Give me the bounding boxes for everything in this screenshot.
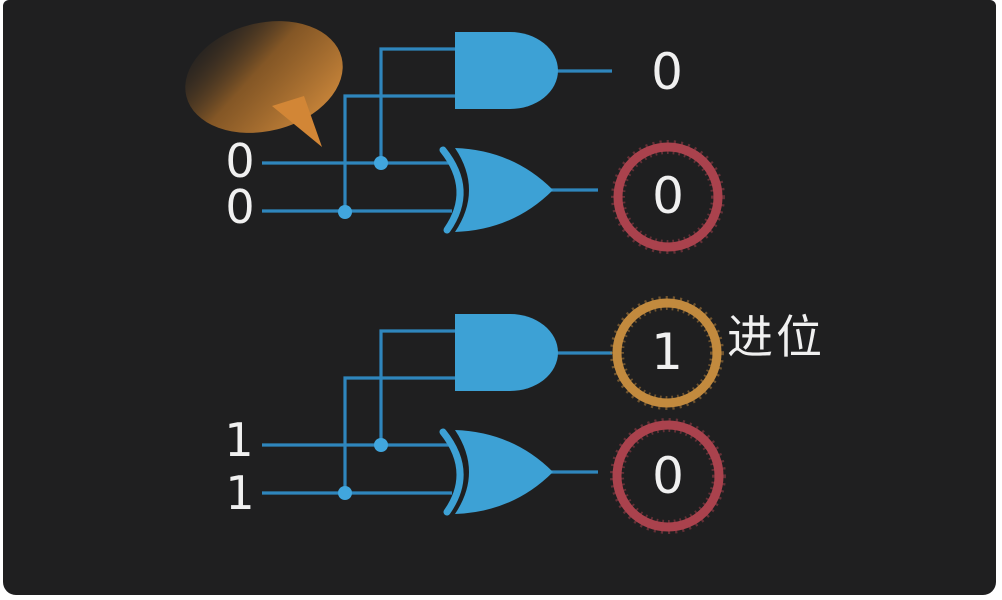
sum-output-value-top: 0 xyxy=(652,167,684,225)
half-adder-top xyxy=(262,32,725,254)
input-b-label-bottom: 1 xyxy=(225,466,255,520)
speech-bubble-icon xyxy=(185,21,343,147)
junction-dot xyxy=(374,156,388,170)
input-b-label-top: 0 xyxy=(225,180,255,234)
branch-wire xyxy=(379,329,456,445)
carry-ring-icon xyxy=(610,296,724,410)
input-a-label-bottom: 1 xyxy=(224,413,254,467)
carry-label: 进位 xyxy=(727,310,825,364)
carry-output-value-bottom: 1 xyxy=(651,323,683,381)
sum-ring-icon xyxy=(610,418,726,534)
and-gate-icon xyxy=(455,314,558,391)
junction-dot xyxy=(338,205,352,219)
input-a-label-top: 0 xyxy=(225,134,255,188)
and-gate-icon xyxy=(455,32,558,109)
xor-gate-icon xyxy=(439,428,553,516)
junction-dot xyxy=(338,486,352,500)
branch-wire xyxy=(343,94,456,212)
sum-output-value-bottom: 0 xyxy=(652,447,684,505)
branch-wire xyxy=(379,47,456,163)
carry-output-value-top: 0 xyxy=(651,43,683,101)
sum-ring-icon xyxy=(611,140,725,254)
branch-wire xyxy=(343,376,456,493)
junction-dot xyxy=(374,438,388,452)
xor-gate-icon xyxy=(439,146,553,234)
half-adder-bottom xyxy=(262,296,726,534)
